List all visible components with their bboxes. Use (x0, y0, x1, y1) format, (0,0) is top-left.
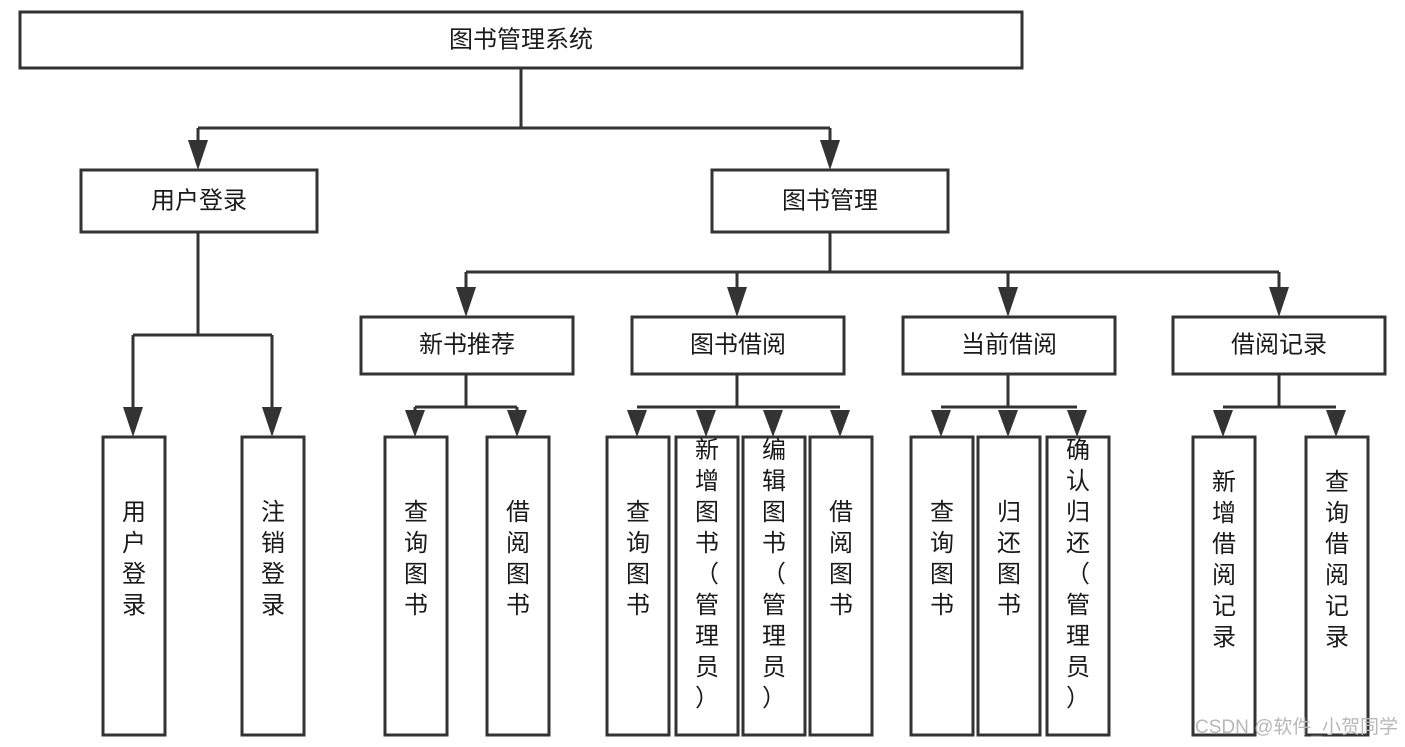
arrow-to-leaf-borrow-book-2 (830, 410, 850, 437)
leaf-borrow-book-label: 借阅图书 (829, 499, 853, 619)
node-borrow-record-label: 借阅记录 (1231, 331, 1327, 358)
leaf-return-book-box[interactable] (976, 435, 1042, 737)
leaf-add-borrow-record-box[interactable] (1191, 435, 1257, 737)
leaf-confirm-return[interactable]: 确认归还（管理员） (1045, 435, 1111, 737)
leaf-logout-label: 注销登录 (261, 499, 285, 619)
leaf-add-book-box[interactable] (674, 435, 740, 737)
arrow-to-book-borrow (727, 287, 747, 317)
leaf-borrow-book-recommend-label: 借阅图书 (506, 499, 530, 619)
node-user-login-label: 用户登录 (151, 187, 247, 214)
node-book-borrow-box[interactable] (630, 315, 846, 376)
connectors-layer (123, 68, 1346, 437)
arrow-to-leaf-edit-book (763, 410, 783, 437)
leaf-borrow-book-recommend[interactable]: 借阅图书 (485, 435, 551, 737)
arrow-to-book-management (820, 140, 840, 170)
leaf-query-book-borrow[interactable]: 查询图书 (605, 435, 671, 737)
node-current-borrow-label: 当前借阅 (961, 331, 1057, 358)
leaf-borrow-book-box[interactable] (808, 435, 874, 737)
node-book-management-label: 图书管理 (782, 187, 878, 214)
leaf-edit-book[interactable]: 编辑图书（管理员） (741, 435, 807, 737)
leaf-edit-book-box[interactable] (741, 435, 807, 737)
node-borrow-record-box[interactable] (1171, 315, 1387, 376)
node-root-box[interactable] (18, 10, 1024, 70)
leaf-query-book-recommend-label: 查询图书 (404, 499, 428, 619)
leaf-logout-box[interactable] (240, 435, 306, 737)
leaf-confirm-return-box[interactable] (1045, 435, 1111, 737)
node-book-management-box[interactable] (710, 168, 950, 234)
csdn-watermark: CSDN @软件_小贺同学 (1195, 716, 1398, 738)
node-user-login-box[interactable] (79, 168, 319, 234)
leaf-user-login-label: 用户登录 (122, 499, 146, 619)
leaf-borrow-book[interactable]: 借阅图书 (808, 435, 874, 737)
node-root-label: 图书管理系统 (449, 26, 593, 53)
leaf-query-borrow-record[interactable]: 查询借阅记录 (1304, 435, 1370, 737)
leaf-query-book-borrow-label: 查询图书 (626, 499, 650, 619)
leaf-return-book[interactable]: 归还图书 (976, 435, 1042, 737)
leaf-query-borrow-record-label: 查询借阅记录 (1325, 469, 1349, 651)
arrow-to-leaf-confirm-return (1067, 410, 1087, 437)
arrow-to-leaf-query-book-2 (627, 410, 647, 437)
arrow-to-leaf-query-record (1326, 410, 1346, 437)
node-new-book-recommend-box[interactable] (359, 315, 575, 376)
leaf-borrow-book-recommend-box[interactable] (485, 435, 551, 737)
node-new-book-recommend-label: 新书推荐 (419, 331, 515, 358)
leaf-add-book[interactable]: 新增图书（管理员） (674, 435, 740, 737)
node-user-login[interactable]: 用户登录 (79, 168, 319, 234)
arrow-to-leaf-query-book-3 (931, 410, 951, 437)
leaf-edit-book-label: 编辑图书（管理员） (762, 437, 786, 712)
node-book-borrow-label: 图书借阅 (690, 331, 786, 358)
leaf-query-book-current[interactable]: 查询图书 (909, 435, 975, 737)
node-book-management[interactable]: 图书管理 (710, 168, 950, 234)
leaf-query-book-current-box[interactable] (909, 435, 975, 737)
arrow-to-leaf-logout (262, 407, 282, 437)
leaf-query-book-current-label: 查询图书 (930, 499, 954, 619)
node-current-borrow-box[interactable] (901, 315, 1117, 376)
leaf-return-book-label: 归还图书 (997, 499, 1021, 619)
leaf-add-borrow-record-label: 新增借阅记录 (1212, 469, 1236, 651)
arrow-to-leaf-borrow-book-1 (507, 410, 527, 437)
arrow-to-user-login (188, 140, 208, 170)
leaf-user-login-box[interactable] (101, 435, 167, 737)
arrow-to-leaf-query-book-1 (405, 410, 425, 437)
leaf-query-borrow-record-box[interactable] (1304, 435, 1370, 737)
node-current-borrow[interactable]: 当前借阅 (901, 315, 1117, 376)
arrow-to-leaf-add-book (696, 410, 716, 437)
node-borrow-record[interactable]: 借阅记录 (1171, 315, 1387, 376)
arrow-to-new-book-recommend (456, 287, 476, 317)
node-new-book-recommend[interactable]: 新书推荐 (359, 315, 575, 376)
arrow-to-leaf-user-login (123, 407, 143, 437)
arrow-to-leaf-add-record (1213, 410, 1233, 437)
leaf-query-book-recommend[interactable]: 查询图书 (383, 435, 449, 737)
leaf-query-book-recommend-box[interactable] (383, 435, 449, 737)
leaf-query-book-borrow-box[interactable] (605, 435, 671, 737)
leaf-confirm-return-label: 确认归还（管理员） (1066, 437, 1090, 712)
arrow-to-borrow-record (1269, 287, 1289, 317)
leaf-user-login[interactable]: 用户登录 (101, 435, 167, 737)
leaf-add-borrow-record[interactable]: 新增借阅记录 (1191, 435, 1257, 737)
node-book-borrow[interactable]: 图书借阅 (630, 315, 846, 376)
arrow-to-leaf-return-book (998, 410, 1018, 437)
arrow-to-current-borrow (998, 287, 1018, 317)
leaf-add-book-label: 新增图书（管理员） (695, 437, 719, 712)
leaf-logout[interactable]: 注销登录 (240, 435, 306, 737)
node-root-system[interactable]: 图书管理系统 (18, 10, 1024, 70)
